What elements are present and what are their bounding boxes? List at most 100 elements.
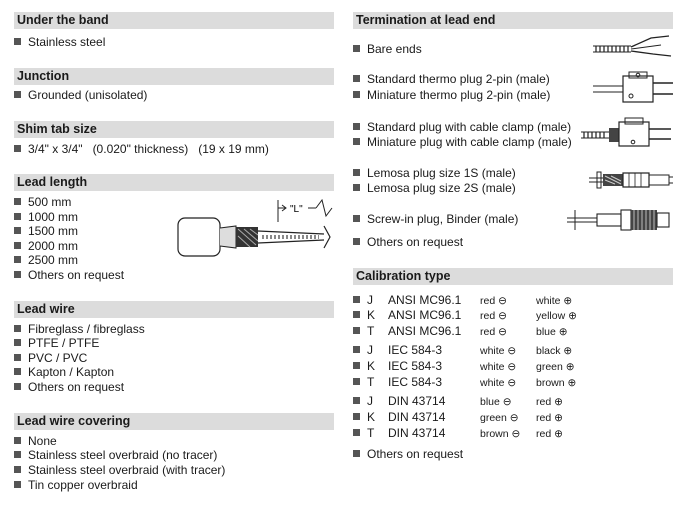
- bullet-icon: [14, 325, 21, 332]
- list-item: Stainless steel overbraid (no tracer): [14, 448, 217, 462]
- cable-clamp-plug-icon: [581, 117, 671, 147]
- positive-color: brown ⊕: [536, 377, 577, 389]
- termination-header: Termination at lead end: [353, 12, 673, 29]
- bullet-icon: [353, 378, 360, 385]
- thermo-plug-icon: [593, 71, 673, 103]
- bullet-icon: [14, 227, 21, 234]
- shim-tab-header: Shim tab size: [14, 121, 334, 138]
- lead-wire-covering-header: Lead wire covering: [14, 413, 334, 430]
- standard: ANSI MC96.1: [388, 324, 462, 338]
- thermocouple-type: J: [367, 394, 373, 408]
- bullet-icon: [353, 91, 360, 98]
- list-item: Miniature thermo plug 2-pin (male): [353, 88, 550, 102]
- negative-color: blue ⊖: [480, 396, 512, 408]
- bullet-icon: [353, 327, 360, 334]
- negative-color: white ⊖: [480, 377, 517, 389]
- positive-color: red ⊕: [536, 428, 563, 440]
- bullet-icon: [14, 256, 21, 263]
- bullet-icon: [14, 466, 21, 473]
- bullet-icon: [353, 450, 360, 457]
- thermocouple-type: K: [367, 359, 376, 373]
- list-item: 1500 mm: [14, 224, 78, 238]
- list-item: 3/4" x 3/4"(0.020" thickness)(19 x 19 mm…: [14, 142, 269, 156]
- thermocouple-type: K: [367, 410, 376, 424]
- list-item: Screw-in plug, Binder (male): [353, 212, 518, 226]
- bullet-icon: [353, 123, 360, 130]
- negative-color: white ⊖: [480, 345, 517, 357]
- list-item: Others on request: [353, 447, 463, 461]
- list-item: Fibreglass / fibreglass: [14, 322, 145, 336]
- bullet-icon: [14, 368, 21, 375]
- bullet-icon: [353, 169, 360, 176]
- bullet-icon: [353, 413, 360, 420]
- bullet-icon: [14, 354, 21, 361]
- list-item: PTFE / PTFE: [14, 336, 99, 350]
- positive-color: black ⊕: [536, 345, 573, 357]
- positive-color: blue ⊕: [536, 326, 568, 338]
- list-item: Stainless steel: [14, 35, 105, 49]
- lead-wire-header: Lead wire: [14, 301, 334, 318]
- bullet-icon: [14, 38, 21, 45]
- standard: IEC 584-3: [388, 343, 443, 357]
- bullet-icon: [353, 429, 360, 436]
- bullet-icon: [14, 145, 21, 152]
- bullet-icon: [14, 198, 21, 205]
- negative-color: red ⊖: [480, 310, 507, 322]
- standard: ANSI MC96.1: [388, 308, 462, 322]
- bullet-icon: [14, 271, 21, 278]
- standard: ANSI MC96.1: [388, 293, 462, 307]
- list-item: Grounded (unisolated): [14, 88, 147, 102]
- standard: DIN 43714: [388, 394, 446, 408]
- bullet-icon: [353, 346, 360, 353]
- bullet-icon: [14, 242, 21, 249]
- list-item: Tin copper overbraid: [14, 478, 138, 492]
- standard: DIN 43714: [388, 410, 446, 424]
- lead-length-header: Lead length: [14, 174, 334, 191]
- binder-plug-icon: [567, 209, 670, 231]
- list-item: Kapton / Kapton: [14, 365, 114, 379]
- list-item: Standard thermo plug 2-pin (male): [353, 72, 550, 86]
- thermocouple-type: K: [367, 308, 376, 322]
- list-item: Standard plug with cable clamp (male): [353, 120, 571, 134]
- bullet-icon: [14, 91, 21, 98]
- bullet-icon: [353, 397, 360, 404]
- shim-tab-diagram: "L": [177, 198, 333, 257]
- list-item: None: [14, 434, 57, 448]
- lead-length-label: "L": [290, 204, 303, 215]
- standard: IEC 584-3: [388, 359, 443, 373]
- list-item: Others on request: [14, 268, 124, 282]
- bullet-icon: [14, 437, 21, 444]
- list-item: Others on request: [353, 235, 463, 249]
- bullet-icon: [14, 383, 21, 390]
- negative-color: white ⊖: [480, 361, 517, 373]
- standard: DIN 43714: [388, 426, 446, 440]
- positive-color: yellow ⊕: [536, 310, 577, 322]
- list-item: Stainless steel overbraid (with tracer): [14, 463, 225, 477]
- bullet-icon: [14, 339, 21, 346]
- thermocouple-type: T: [367, 375, 375, 389]
- positive-color: green ⊕: [536, 361, 575, 373]
- bullet-icon: [14, 481, 21, 488]
- under-band-header: Under the band: [14, 12, 334, 29]
- bullet-icon: [353, 238, 360, 245]
- negative-color: red ⊖: [480, 326, 507, 338]
- thermocouple-type: T: [367, 426, 375, 440]
- list-item: 2500 mm: [14, 253, 78, 267]
- list-item: Lemosa plug size 1S (male): [353, 166, 516, 180]
- list-item: 2000 mm: [14, 239, 78, 253]
- bare-ends-icon: [593, 35, 672, 57]
- bullet-icon: [353, 45, 360, 52]
- list-item: 1000 mm: [14, 210, 78, 224]
- list-item: 500 mm: [14, 195, 71, 209]
- bullet-icon: [353, 362, 360, 369]
- list-item: Others on request: [14, 380, 124, 394]
- bullet-icon: [353, 296, 360, 303]
- table-row: K ANSI MC96.1 red ⊖ yellow ⊕: [353, 308, 673, 322]
- list-item: Lemosa plug size 2S (male): [353, 181, 516, 195]
- bullet-icon: [353, 138, 360, 145]
